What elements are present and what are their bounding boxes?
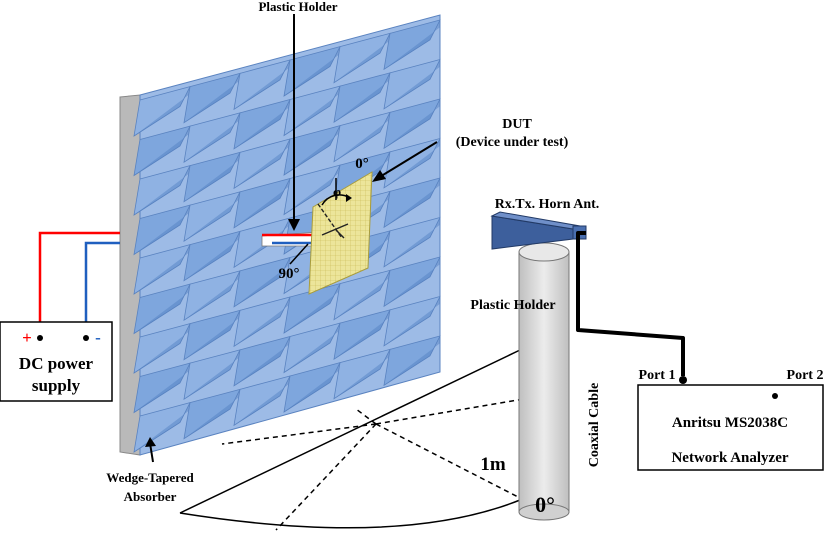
absorber-wedge <box>283 322 341 374</box>
absorber-wedges <box>133 19 441 453</box>
absorber-wedge <box>133 165 191 216</box>
absorber-wedge <box>383 216 441 268</box>
absorber-wedge <box>183 349 241 400</box>
plastic-holder-top: Plastic Holder <box>258 0 338 231</box>
absorber-wedge <box>333 269 391 321</box>
absorber-wedge <box>233 59 291 111</box>
distance-label: 1m <box>480 454 506 475</box>
absorber-wall <box>119 14 441 456</box>
absorber-wedge <box>383 58 441 110</box>
absorber-wedge <box>383 19 441 71</box>
analyzer-label-line2: Network Analyzer <box>671 450 788 466</box>
absorber-wedge <box>283 46 341 97</box>
absorber-wedge <box>133 323 191 374</box>
horn-antenna: Rx.Tx. Horn Ant. <box>490 197 600 250</box>
absorber-wedge <box>183 388 241 440</box>
port2-label: Port 2 <box>787 368 824 383</box>
dc-label-line1: DC power <box>19 354 94 373</box>
dut-board: φ 0° 90° <box>279 156 373 295</box>
absorber-wedge <box>333 348 391 400</box>
absorber-callout: Wedge-Tapered Absorber <box>106 437 194 504</box>
absorber-wedge <box>233 296 291 348</box>
absorber-wedge <box>233 335 291 387</box>
absorber-wedge <box>183 270 241 321</box>
angle-phi-label: φ <box>333 184 341 199</box>
dc-power-supply: + - DC power supply <box>0 231 120 402</box>
absorber-wedge <box>233 177 291 229</box>
absorber-wedge <box>333 111 391 163</box>
dut-title: DUT <box>502 117 532 132</box>
absorber-wedge <box>333 72 391 123</box>
dut-callout: DUT (Device under test) <box>372 117 569 182</box>
absorber-wedge <box>133 362 191 414</box>
absorber-wedge <box>283 85 341 137</box>
dc-label-line2: supply <box>32 376 81 395</box>
absorber-wedge <box>183 230 241 282</box>
absorber-wedge <box>183 151 241 203</box>
absorber-wedge <box>183 309 241 361</box>
absorber-wedge <box>233 375 291 427</box>
absorber-wedge <box>133 86 191 137</box>
plastic-holder-top-label: Plastic Holder <box>258 0 337 14</box>
dut-subtitle: (Device under test) <box>456 135 569 150</box>
coaxial-cable: Coaxial Cable <box>576 231 687 467</box>
absorber-wedge <box>133 204 191 256</box>
absorber-wedge <box>233 256 291 308</box>
absorber-wedge <box>383 98 441 150</box>
horn-label: Rx.Tx. Horn Ant. <box>495 197 600 212</box>
angle-zero-dut-label: 0° <box>355 156 369 172</box>
network-analyzer: Port 1 Port 2 Anritsu MS2038C Network An… <box>637 368 824 471</box>
absorber-wedge <box>283 164 341 216</box>
absorber-wedge <box>133 283 191 335</box>
absorber-wedge <box>183 72 241 124</box>
absorber-wedge <box>133 244 191 295</box>
angle-ninety-label: 90° <box>279 266 300 282</box>
absorber-label-line1: Wedge-Tapered <box>106 470 194 485</box>
plastic-holder-mid-label: Plastic Holder <box>470 298 555 313</box>
plastic-holder-cylinder: Plastic Holder 0° <box>470 242 570 521</box>
dc-minus-terminal: - <box>95 328 101 347</box>
absorber-wedge <box>183 112 241 163</box>
absorber-wedge <box>383 335 441 387</box>
absorber-wedge <box>283 362 341 413</box>
absorber-wedge <box>133 125 191 177</box>
coaxial-cable-label: Coaxial Cable <box>587 383 602 467</box>
absorber-wedge <box>383 137 441 189</box>
absorber-wedge <box>333 309 391 360</box>
absorber-label-line2: Absorber <box>124 489 177 504</box>
analyzer-label-line1: Anritsu MS2038C <box>672 415 788 431</box>
absorber-wedge <box>383 295 441 347</box>
angle-zero-bottom-label: 0° <box>535 492 555 517</box>
dut-mount <box>261 231 321 247</box>
dc-plus-terminal: + <box>22 328 32 347</box>
absorber-wedge <box>283 125 341 176</box>
absorber-wedge <box>233 138 291 190</box>
absorber-wedge <box>383 177 441 229</box>
absorber-wedge <box>183 191 241 242</box>
measurement-arc: 1m <box>179 349 566 531</box>
absorber-wedge <box>233 98 291 150</box>
port1-label: Port 1 <box>639 368 676 383</box>
absorber-wedge <box>333 32 391 84</box>
absorber-wedge <box>383 256 441 308</box>
absorber-wedge <box>133 402 191 453</box>
